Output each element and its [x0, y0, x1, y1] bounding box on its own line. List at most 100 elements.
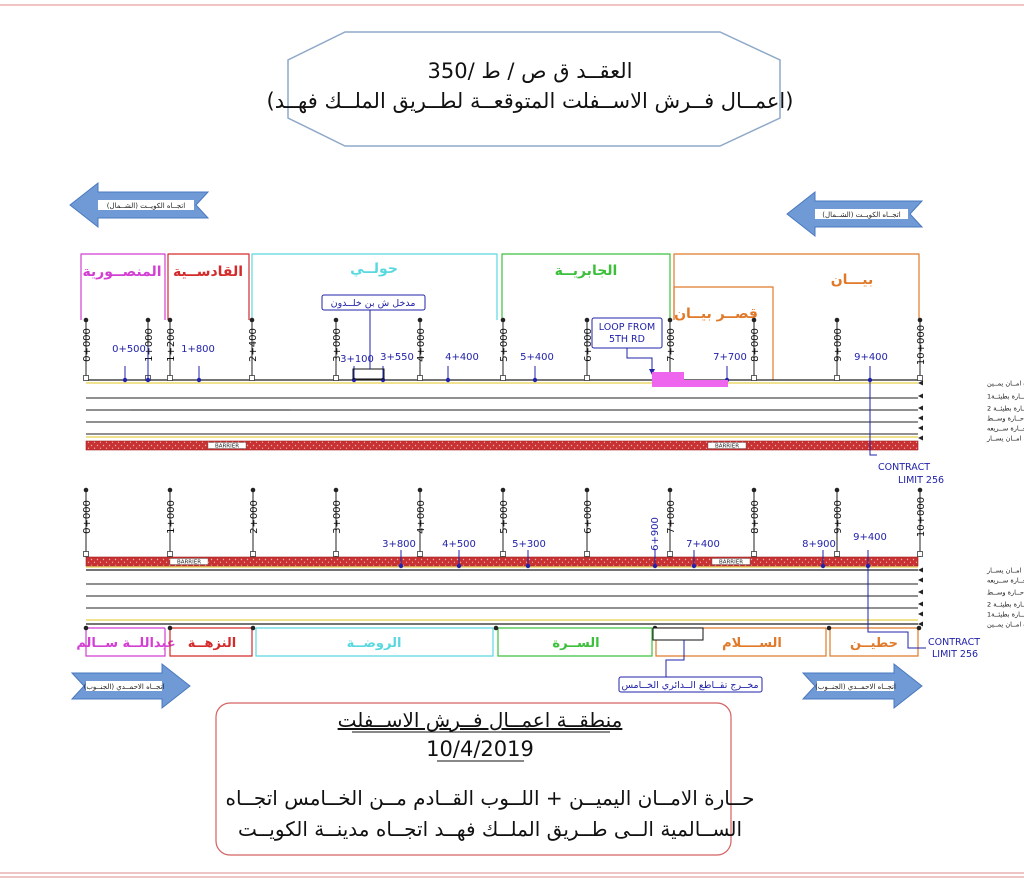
svg-text:عبداللــة ســالم: عبداللــة ســالم — [76, 636, 175, 651]
direction-arrow-north-right: اتجــاه الكويــت (الشــمال) — [786, 190, 924, 238]
svg-text:8+000: 8+000 — [750, 500, 761, 534]
bottom-point: 6+900 — [650, 517, 661, 569]
svg-text:حــارة ســريعه: حــارة ســريعه — [987, 577, 1024, 585]
chainage-marker: 6+000 — [583, 487, 594, 557]
svg-text:1+000: 1+000 — [166, 500, 177, 534]
svg-text:7+700: 7+700 — [713, 352, 747, 363]
svg-text:8+000: 8+000 — [750, 328, 761, 362]
lane-label: حــارة ســريعه — [918, 577, 1024, 585]
direction-arrow-south-right-label: اتجــاه الاحمــدي (الجنــوب) — [815, 683, 896, 691]
svg-text:7+400: 7+400 — [686, 539, 720, 550]
svg-text:1+200: 1+200 — [166, 328, 177, 362]
barrier: BARRIER BARRIER — [85, 440, 919, 451]
barrier-label: BARRIER — [215, 444, 239, 450]
bottom-area-1: النزهــة — [169, 627, 253, 657]
svg-text:0+500: 0+500 — [112, 344, 146, 355]
svg-text:6+900: 6+900 — [650, 517, 661, 551]
svg-text:8+900: 8+900 — [802, 539, 836, 550]
entrance-callout: مدخل ش بن خلــدون — [321, 294, 426, 369]
footer-line1: حــارة الامــان اليميــن + اللــوب القــ… — [226, 786, 755, 810]
chainage-marker: 2+000 — [249, 487, 260, 557]
lane-label: حــارة امــان يمــين — [918, 621, 1024, 629]
svg-text:5+400: 5+400 — [520, 352, 554, 363]
svg-text:2+000: 2+000 — [249, 500, 260, 534]
svg-text:حــارة وســط: حــارة وســط — [987, 589, 1024, 597]
chainage-marker: 9+000 — [833, 487, 844, 557]
top-area-3: الجابريــة — [501, 253, 671, 320]
lane-label: حــارة وســط — [918, 415, 1024, 423]
svg-text:6+000: 6+000 — [583, 328, 594, 362]
loop-work-area — [652, 372, 728, 387]
bottom-area-3: الســرة — [497, 627, 653, 657]
svg-text:حــارة امــان يســار: حــارة امــان يســار — [986, 435, 1024, 443]
svg-text:حــارة ســريعه: حــارة ســريعه — [987, 425, 1024, 433]
chainage-marker: 8+000 — [750, 487, 761, 557]
lane-label: حــارة امــان يســار — [918, 567, 1024, 575]
barrier-label: BARRIER — [719, 560, 743, 566]
svg-text:حــارة بطيئــة1: حــارة بطيئــة1 — [987, 611, 1024, 619]
svg-text:النزهــة: النزهــة — [188, 636, 237, 651]
top-point: 1+800 — [181, 344, 215, 383]
svg-text:3+800: 3+800 — [382, 539, 416, 550]
lane-label: حــارة بطيئــة1 — [918, 393, 1024, 401]
area-boundary-dot — [916, 625, 922, 631]
chainage-marker: 1+000 — [166, 487, 177, 557]
chainage-marker: 10+000 — [916, 487, 927, 557]
bottom-point: 7+400 — [686, 539, 720, 569]
top-point: 9+400 — [854, 352, 888, 383]
svg-text:حــارة وســط: حــارة وســط — [987, 415, 1024, 423]
lane-label: حــارة امــان يســار — [918, 435, 1024, 443]
exit-callout: مخــرج تقــاطع الــدائري الخــامس — [618, 627, 763, 693]
direction-arrow-north-right-label: اتجــاه الكويــت (الشــمال) — [822, 211, 900, 219]
svg-text:3+000: 3+000 — [332, 500, 343, 534]
svg-text:حــارة بطيئــة1: حــارة بطيئــة1 — [987, 393, 1024, 401]
chainage-marker: 10+000 — [916, 317, 927, 381]
svg-text:الروضــة: الروضــة — [347, 636, 402, 651]
header-box: العقــد ق ص / ط /350 (اعمــال فــرش الاس… — [267, 31, 794, 147]
top-point: 3+550 — [380, 352, 414, 383]
svg-text:7+000: 7+000 — [666, 328, 677, 362]
svg-text:حــارة امــان يمــين: حــارة امــان يمــين — [987, 621, 1024, 629]
chainage-marker: 3+000 — [332, 487, 343, 557]
chainage-marker: 8+000 — [750, 317, 761, 381]
bottom-point: 3+800 — [382, 539, 416, 569]
chainage-marker: 3+000 — [332, 317, 343, 381]
svg-text:مخــرج تقــاطع الــدائري الخــ: مخــرج تقــاطع الــدائري الخــامس — [621, 680, 758, 691]
top-point-extra — [145, 345, 151, 383]
chainage-marker: 7+000 — [666, 487, 677, 557]
top-area-label: قصــر بيــان — [674, 306, 758, 322]
direction-arrow-south-right: اتجــاه الاحمــدي (الجنــوب) — [801, 662, 923, 710]
lane-label: حــارة ســريعه — [918, 425, 1024, 433]
bottom-point: 5+300 — [512, 539, 546, 569]
svg-text:5+000: 5+000 — [499, 328, 510, 362]
top-road-lanes — [86, 379, 918, 438]
direction-arrow-south-left-label: اتجــاه الاحمــدي (الجنــوب) — [84, 683, 165, 691]
chainage-marker: 1+200 — [166, 317, 177, 381]
top-area-0: المنصــورية — [80, 253, 166, 320]
footer-box: منطقــة اعمــال فــرش الاســفلت 10/4/201… — [215, 702, 755, 856]
svg-text:1+000: 1+000 — [144, 328, 155, 362]
svg-text:حــارة امــان يمــين: حــارة امــان يمــين — [987, 380, 1024, 388]
svg-text:الســرة: الســرة — [552, 636, 599, 651]
lane-label: حــارة بطيئــة 2 — [918, 405, 1024, 413]
footer-line2: الســالمية الــى طــريق الملــك فهــد ات… — [238, 817, 742, 841]
footer-date: 10/4/2019 — [426, 737, 534, 761]
chainage-marker: 5+000 — [499, 317, 510, 381]
chainage-marker: 7+000 — [666, 317, 677, 381]
top-area-5: قصــر بيــان — [673, 286, 774, 380]
chainage-marker: 5+000 — [499, 487, 510, 557]
top-point: 4+400 — [445, 352, 479, 383]
barrier-label: BARRIER — [715, 444, 739, 450]
bottom-area-5: حطيــن — [829, 627, 919, 657]
svg-text:3+550: 3+550 — [380, 352, 414, 363]
svg-text:6+000: 6+000 — [583, 500, 594, 534]
direction-arrow-north-left: اتجــاه الكويــت (الشــمال) — [69, 181, 210, 229]
bottom-area-2: الروضــة — [255, 627, 494, 657]
chainage-marker: 0+000 — [82, 317, 93, 381]
svg-text:10+000: 10+000 — [916, 325, 927, 365]
chainage-marker: 6+000 — [583, 317, 594, 381]
header-line2: (اعمــال فــرش الاســفلت المتوقعــة لطــ… — [267, 89, 794, 113]
bottom-point: 4+500 — [442, 539, 476, 569]
